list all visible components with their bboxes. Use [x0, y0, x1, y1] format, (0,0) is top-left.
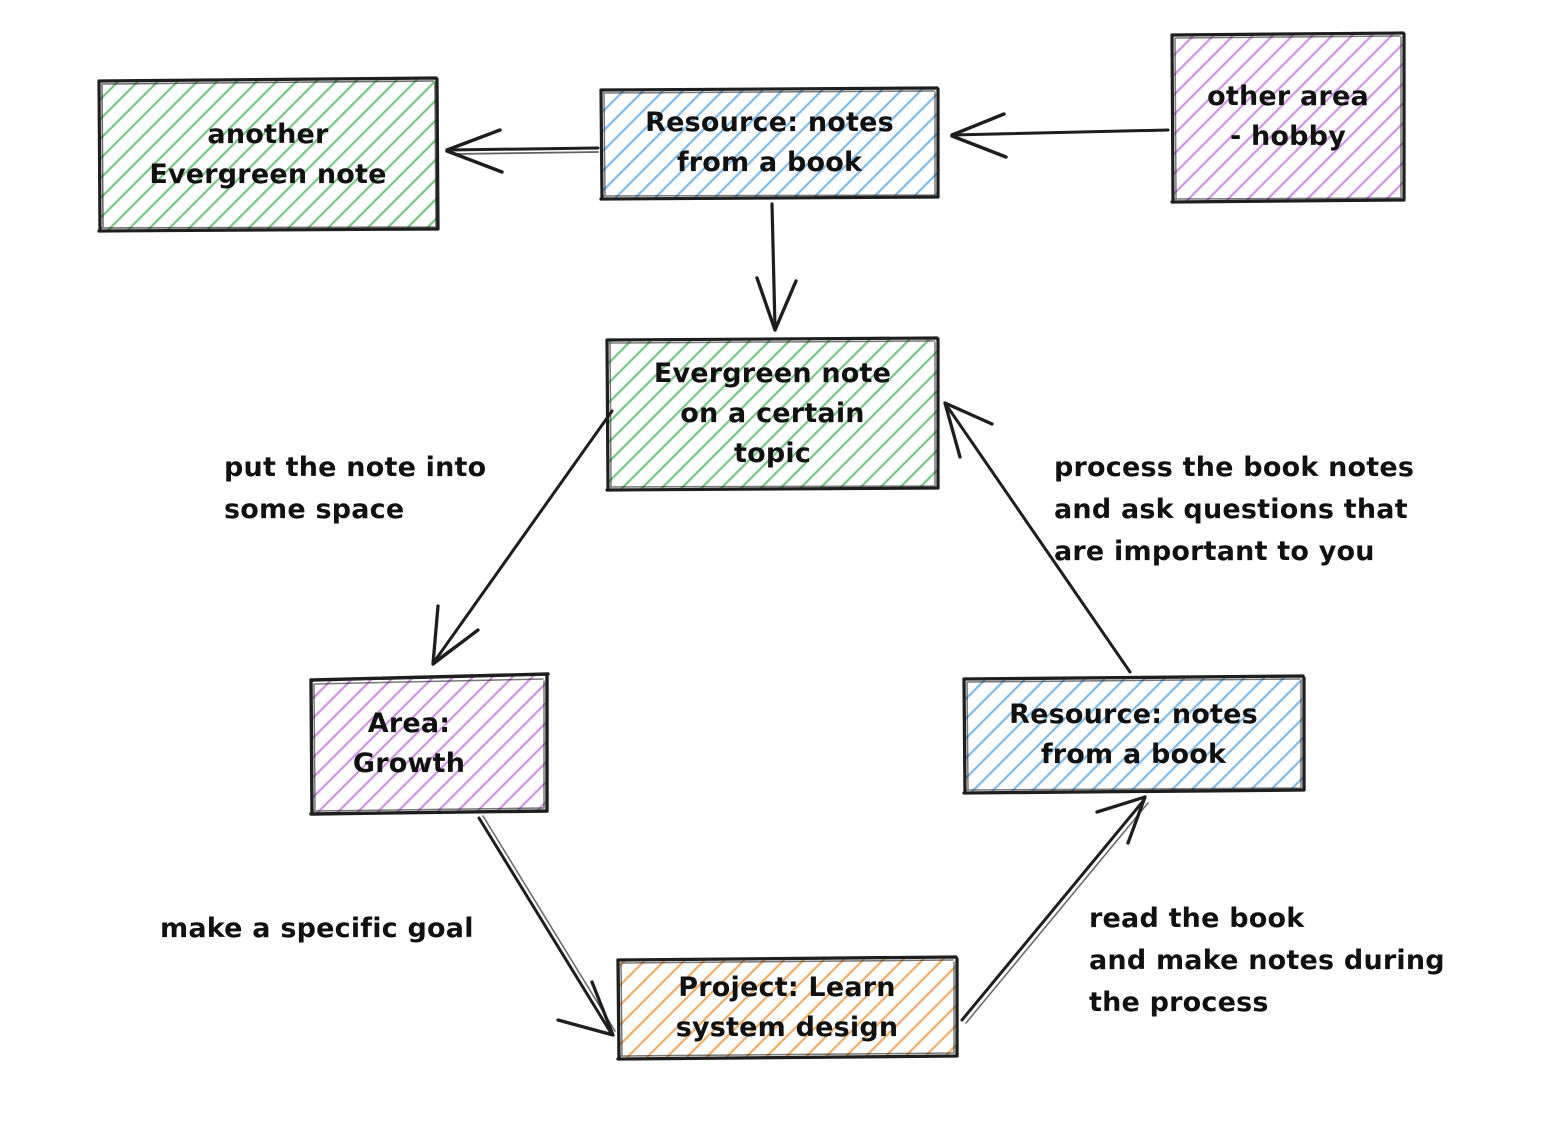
node-other-area-hobby[interactable]: [1170, 31, 1406, 204]
edge-resource-to-another-note: [445, 128, 600, 174]
edge-area-to-project: [477, 815, 616, 1037]
node-fill-blue: [602, 88, 938, 199]
node-border-sketch: [966, 678, 1302, 791]
node-resource-notes-right[interactable]: [962, 674, 1306, 795]
node-border-sketch: [1174, 35, 1402, 200]
node-fill-blue: [965, 676, 1303, 793]
edge-project-to-resource: [960, 795, 1149, 1024]
node-border-sketch: [603, 90, 936, 197]
arrowhead: [755, 276, 798, 332]
edge-hobby-to-resource: [950, 112, 1170, 159]
arrowhead: [1095, 795, 1147, 845]
node-resource-notes-top[interactable]: [599, 86, 940, 201]
edge-evergreen-to-area: [431, 409, 614, 666]
node-fill-purple: [1173, 33, 1404, 202]
node-border: [962, 674, 1306, 795]
node-border-sketch: [609, 340, 936, 488]
node-evergreen-note-topic[interactable]: [605, 336, 940, 492]
node-border: [97, 76, 440, 233]
node-border: [616, 955, 959, 1061]
node-border: [599, 86, 940, 201]
node-border-sketch: [620, 959, 955, 1057]
node-border: [605, 336, 940, 492]
node-fill-green: [608, 338, 938, 490]
node-area-growth[interactable]: [309, 672, 550, 816]
node-border: [309, 672, 550, 816]
node-border-sketch: [313, 678, 545, 812]
edge-resource-to-evergreen-right: [943, 401, 1132, 674]
node-fill-green: [99, 78, 438, 231]
node-border-sketch: [101, 80, 437, 229]
arrowhead: [445, 128, 504, 174]
node-project-learn-system-design[interactable]: [616, 955, 959, 1061]
arrowhead: [950, 112, 1008, 159]
node-fill-orange: [619, 957, 956, 1058]
edge-resource-to-evergreen: [755, 202, 798, 332]
node-another-evergreen-note[interactable]: [97, 76, 440, 233]
arrowhead: [556, 980, 615, 1037]
arrowhead: [943, 401, 994, 459]
node-border: [1170, 31, 1406, 204]
node-fill-purple: [312, 675, 547, 813]
